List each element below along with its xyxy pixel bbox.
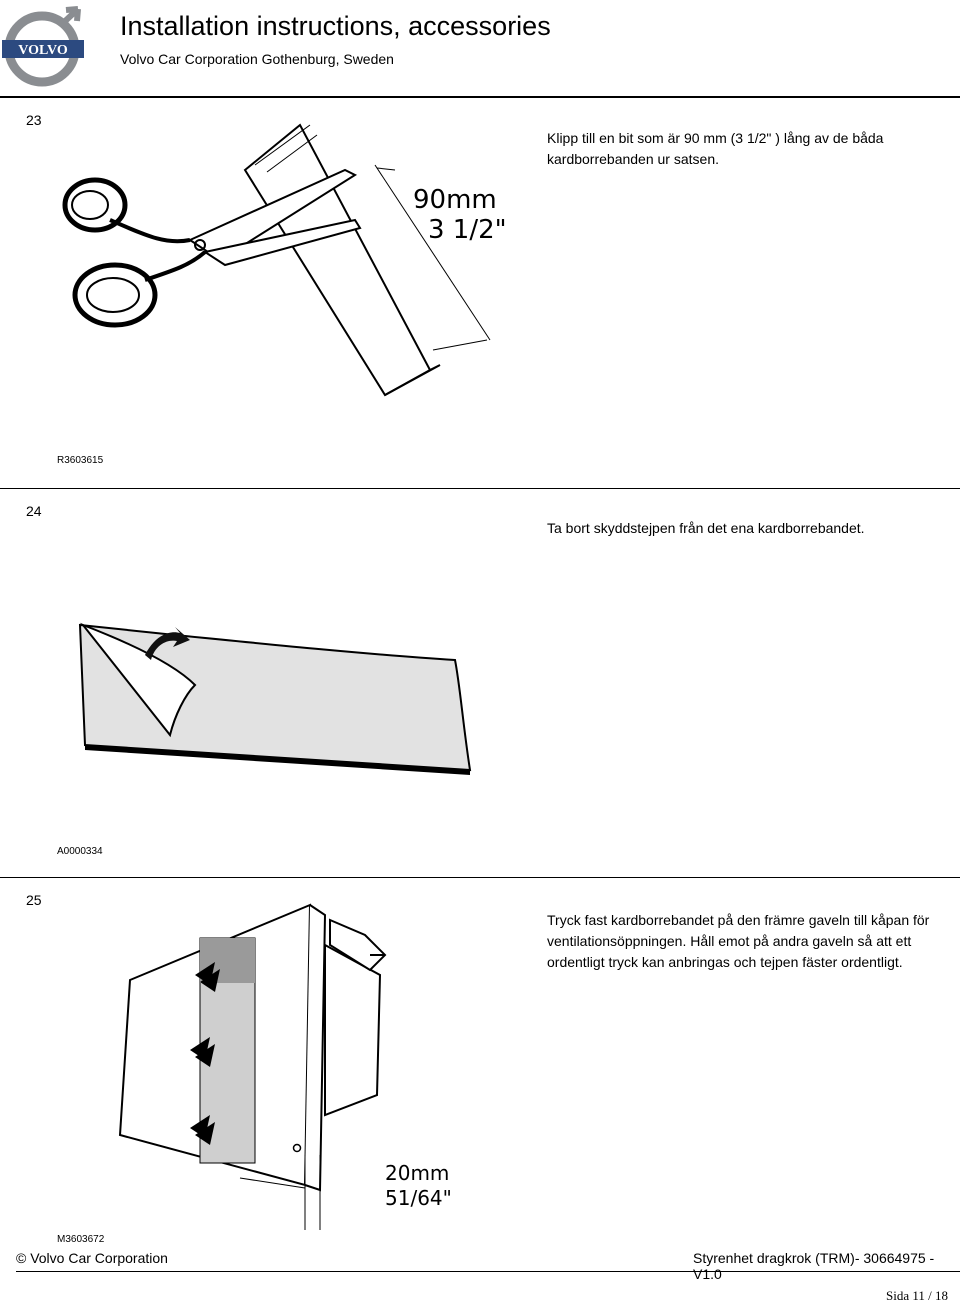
- footer-document-id: Styrenhet dragkrok (TRM)- 30664975 - V1.…: [693, 1250, 935, 1282]
- scissors-cutting-figure: 90mm 3 1/2": [55, 120, 507, 410]
- page-number: Sida 11 / 18: [886, 1288, 948, 1303]
- step-text: Tryck fast kardborrebandet på den främre…: [547, 912, 930, 970]
- footer-copyright: © Volvo Car Corporation: [16, 1250, 168, 1266]
- dimension-label-inch: 51/64": [385, 1186, 452, 1210]
- dimension-label-mm: 90mm: [413, 185, 497, 215]
- step-number: 23: [26, 112, 42, 128]
- figure-reference: A0000334: [57, 846, 103, 857]
- step-number: 24: [26, 503, 42, 519]
- figure-reference: R3603615: [57, 455, 104, 466]
- figure-reference: M3603672: [57, 1234, 105, 1245]
- dimension-label-inch: 3 1/2": [428, 215, 507, 245]
- volvo-logo: VOLVO: [2, 4, 84, 90]
- footer-divider: [16, 1271, 960, 1272]
- step-text: Ta bort skyddstejpen från det ena kardbo…: [547, 520, 865, 536]
- step-text: Klipp till en bit som är 90 mm (3 1/2" )…: [547, 130, 884, 167]
- header-divider: [0, 96, 960, 98]
- document-title: Installation instructions, accessories: [120, 11, 551, 41]
- step-divider: [0, 488, 960, 489]
- peel-tape-figure: [75, 615, 485, 775]
- step-divider: [0, 877, 960, 878]
- vent-cover-figure: 20mm 51/64": [115, 900, 452, 1230]
- logo-text: VOLVO: [18, 43, 68, 58]
- step-number: 25: [26, 892, 42, 908]
- dimension-label-mm: 20mm: [385, 1161, 449, 1185]
- document-subtitle: Volvo Car Corporation Gothenburg, Sweden: [120, 51, 394, 67]
